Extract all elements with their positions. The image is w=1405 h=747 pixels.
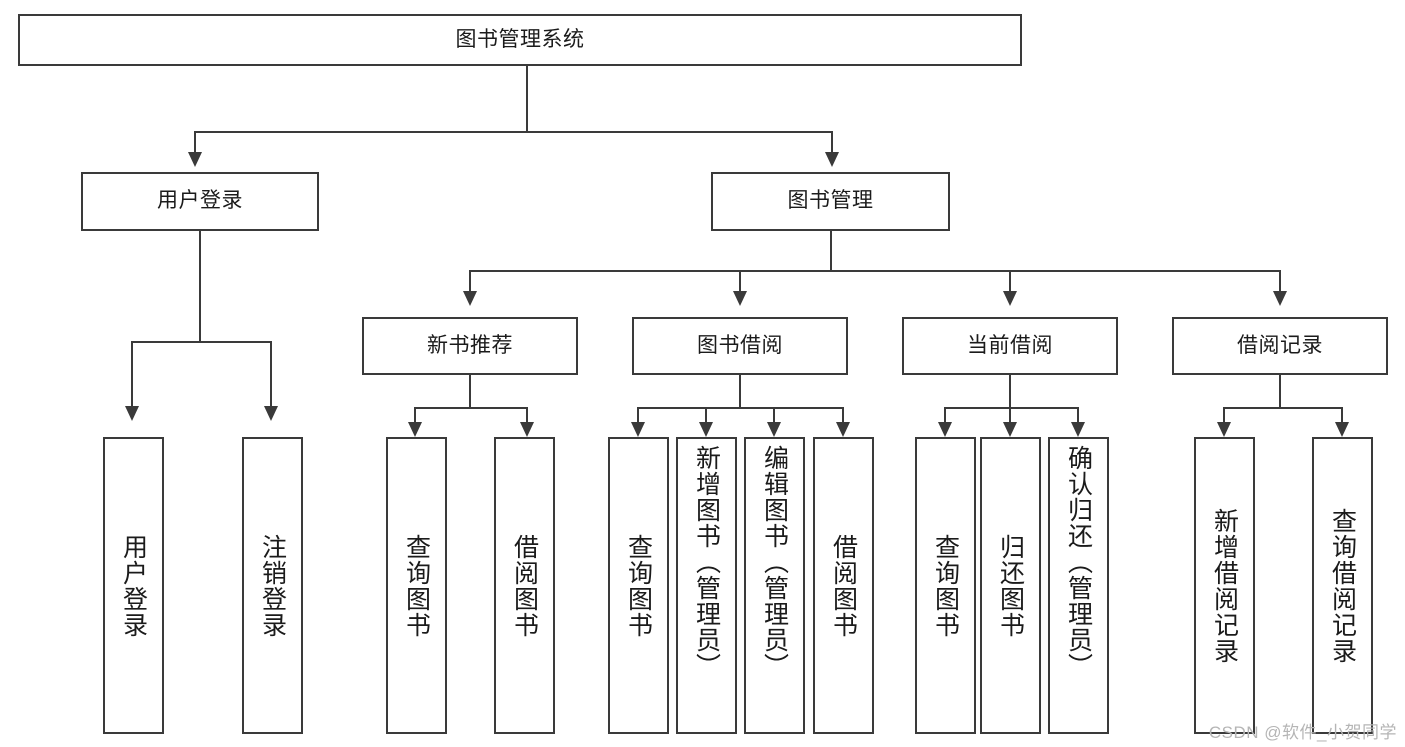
node-new-book-recommend[interactable]: 新书推荐 — [362, 317, 578, 375]
connector-bb-to-leaf-1 — [637, 407, 639, 423]
arrow-cb-to-leaf-3 — [1071, 422, 1085, 437]
node-label: 用户登录 — [119, 533, 148, 638]
connector-cb-to-leaf-1 — [944, 407, 946, 423]
arrow-root-to-user-login — [188, 152, 202, 167]
arrow-bm-to-book-borrow — [733, 291, 747, 306]
arrow-bb-to-leaf-3 — [767, 422, 781, 437]
connector-nbr-bar — [414, 407, 528, 409]
connector-cb-bar — [944, 407, 1079, 409]
connector-br-bar — [1223, 407, 1342, 409]
node-current-borrow[interactable]: 当前借阅 — [902, 317, 1118, 375]
connector-root-stem — [526, 66, 528, 132]
node-label: 新增借阅记录 — [1210, 507, 1239, 664]
arrow-bm-to-borrow-record — [1273, 291, 1287, 306]
node-label: 注销登录 — [258, 533, 287, 638]
leaf-borrow-record-2[interactable]: 查询借阅记录 — [1312, 437, 1373, 734]
leaf-user-login-1[interactable]: 用户登录 — [103, 437, 164, 734]
arrow-root-to-book-management — [825, 152, 839, 167]
node-label: 借阅图书 — [510, 533, 539, 638]
connector-bb-stem — [739, 375, 741, 408]
arrow-user-login-to-leaf-2 — [264, 406, 278, 421]
arrow-br-to-leaf-1 — [1217, 422, 1231, 437]
node-label: 确认归还（管理员） — [1064, 445, 1093, 679]
connector-br-to-leaf-1 — [1223, 407, 1225, 423]
connector-user-login-stem — [199, 231, 201, 342]
node-label: 新增图书（管理员） — [692, 445, 721, 679]
node-label: 图书借阅 — [697, 333, 783, 357]
connector-nbr-stem — [469, 375, 471, 408]
connector-br-to-leaf-2 — [1341, 407, 1343, 423]
connector-bb-to-leaf-4 — [842, 407, 844, 423]
node-label: 查询图书 — [402, 533, 431, 638]
node-label: 归还图书 — [996, 533, 1025, 638]
connector-bm-to-borrow-record — [1279, 270, 1281, 292]
leaf-new-book-recommend-1[interactable]: 查询图书 — [386, 437, 447, 734]
connector-root-bar — [195, 131, 833, 133]
arrow-nbr-to-leaf-1 — [408, 422, 422, 437]
connector-user-login-to-leaf-2 — [270, 341, 272, 407]
node-label: 借阅图书 — [829, 533, 858, 638]
connector-bm-to-book-borrow — [739, 270, 741, 292]
connector-br-stem — [1279, 375, 1281, 408]
node-label: 图书管理 — [787, 189, 874, 213]
leaf-borrow-record-1[interactable]: 新增借阅记录 — [1194, 437, 1255, 734]
connector-user-login-to-leaf-1 — [131, 341, 133, 407]
node-label: 用户登录 — [157, 189, 243, 213]
node-root-book-management-system[interactable]: 图书管理系统 — [18, 14, 1022, 66]
arrow-bb-to-leaf-1 — [631, 422, 645, 437]
arrow-bm-to-current-borrow — [1003, 291, 1017, 306]
arrow-bb-to-leaf-2 — [699, 422, 713, 437]
node-label: 新书推荐 — [427, 333, 513, 357]
leaf-new-book-recommend-2[interactable]: 借阅图书 — [494, 437, 555, 734]
connector-root-to-user-login — [194, 131, 196, 153]
connector-bm-to-current-borrow — [1009, 270, 1011, 292]
leaf-current-borrow-2[interactable]: 归还图书 — [980, 437, 1041, 734]
leaf-book-borrow-3[interactable]: 编辑图书（管理员） — [744, 437, 805, 734]
arrow-bb-to-leaf-4 — [836, 422, 850, 437]
arrow-cb-to-leaf-2 — [1003, 422, 1017, 437]
connector-nbr-to-leaf-2 — [526, 407, 528, 423]
arrow-nbr-to-leaf-2 — [520, 422, 534, 437]
leaf-current-borrow-3[interactable]: 确认归还（管理员） — [1048, 437, 1109, 734]
node-borrow-record[interactable]: 借阅记录 — [1172, 317, 1388, 375]
connector-bb-to-leaf-3 — [773, 407, 775, 423]
connector-bb-to-leaf-2 — [705, 407, 707, 423]
leaf-book-borrow-2[interactable]: 新增图书（管理员） — [676, 437, 737, 734]
node-label: 图书管理系统 — [455, 27, 585, 51]
connector-cb-to-leaf-3 — [1077, 407, 1079, 423]
connector-cb-to-leaf-2 — [1009, 407, 1011, 423]
leaf-book-borrow-4[interactable]: 借阅图书 — [813, 437, 874, 734]
node-label: 查询图书 — [624, 533, 653, 638]
connector-nbr-to-leaf-1 — [414, 407, 416, 423]
node-book-borrow[interactable]: 图书借阅 — [632, 317, 848, 375]
connector-root-to-book-management — [831, 131, 833, 153]
leaf-current-borrow-1[interactable]: 查询图书 — [915, 437, 976, 734]
node-label: 借阅记录 — [1237, 333, 1323, 357]
connector-bm-to-new-book — [469, 270, 471, 292]
arrow-br-to-leaf-2 — [1335, 422, 1349, 437]
node-label: 当前借阅 — [967, 333, 1053, 357]
arrow-cb-to-leaf-1 — [938, 422, 952, 437]
arrow-bm-to-new-book — [463, 291, 477, 306]
leaf-user-login-2[interactable]: 注销登录 — [242, 437, 303, 734]
node-user-login[interactable]: 用户登录 — [81, 172, 319, 231]
arrow-user-login-to-leaf-1 — [125, 406, 139, 421]
node-label: 查询图书 — [931, 533, 960, 638]
connector-book-management-bar — [469, 270, 1281, 272]
connector-book-management-stem — [830, 231, 832, 271]
connector-bb-bar — [637, 407, 844, 409]
node-label: 编辑图书（管理员） — [760, 445, 789, 679]
leaf-book-borrow-1[interactable]: 查询图书 — [608, 437, 669, 734]
connector-cb-stem — [1009, 375, 1011, 408]
connector-user-login-bar — [132, 341, 271, 343]
node-book-management[interactable]: 图书管理 — [711, 172, 950, 231]
node-label: 查询借阅记录 — [1328, 507, 1357, 664]
